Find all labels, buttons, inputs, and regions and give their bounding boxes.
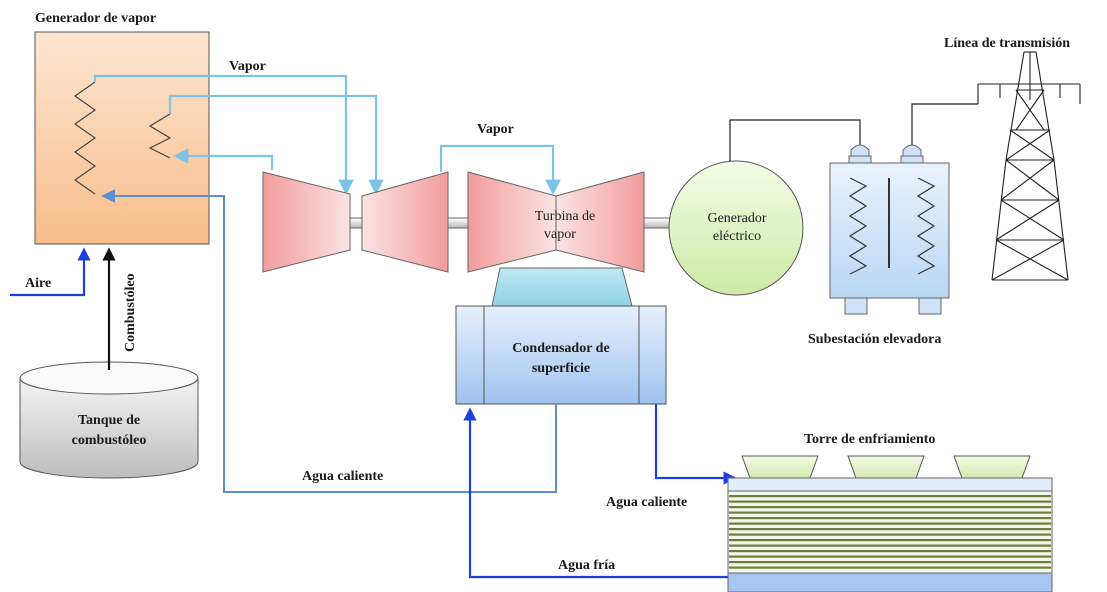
lp-turbine-right bbox=[555, 171, 645, 273]
steam-line-main bbox=[93, 74, 354, 196]
substation-coil-left bbox=[848, 177, 868, 275]
generator-circle bbox=[668, 160, 804, 296]
fill-stripe bbox=[729, 550, 1051, 553]
fuel-tank-label-line2: combustóleo bbox=[72, 433, 147, 448]
generator-wire bbox=[729, 119, 861, 161]
steam-label-1: Vapor bbox=[229, 59, 266, 74]
condenser-label-line2: superficie bbox=[532, 361, 590, 376]
cooling-fan-1 bbox=[741, 455, 819, 479]
fill-stripe bbox=[729, 522, 1051, 525]
steam-generator bbox=[34, 31, 210, 245]
cooling-tower-basin bbox=[727, 572, 1053, 592]
surface-condenser bbox=[455, 305, 667, 405]
fuel-oil-label: Combustóleo bbox=[123, 273, 138, 352]
cold-water-line bbox=[463, 407, 728, 579]
hot-water-tower-label: Agua caliente bbox=[606, 495, 687, 510]
steam-lines bbox=[93, 74, 561, 196]
fill-stripe bbox=[729, 544, 1051, 547]
ip-turbine bbox=[361, 171, 449, 273]
fuel-tank-label-line1: Tanque de bbox=[78, 413, 140, 428]
substation-bushing-right bbox=[902, 144, 922, 157]
fill-stripe bbox=[729, 511, 1051, 514]
hot-water-to-tower-line bbox=[654, 404, 737, 485]
ip-turbine-stage bbox=[361, 171, 449, 273]
steam-generator-label: Generador de vapor bbox=[35, 11, 156, 26]
fill-stripe bbox=[729, 506, 1051, 509]
electric-generator bbox=[668, 160, 804, 296]
substation-foot-right bbox=[918, 297, 942, 315]
transmission-line-label: Línea de transmisión bbox=[944, 36, 1070, 51]
cooling-tower-label: Torre de enfriamiento bbox=[804, 432, 935, 447]
turbine-label-line1: Turbina de bbox=[535, 209, 596, 224]
cooling-tower bbox=[727, 455, 1053, 592]
fill-stripe bbox=[729, 517, 1051, 520]
steam-line-reheat bbox=[172, 148, 274, 170]
cooling-fan-3 bbox=[953, 455, 1031, 479]
steam-generator-box bbox=[34, 31, 210, 245]
fill-stripe bbox=[729, 566, 1051, 569]
substation-label: Subestación elevadora bbox=[808, 332, 941, 347]
condenser-neck bbox=[491, 267, 633, 307]
hot-water-return-label: Agua caliente bbox=[302, 469, 383, 484]
fill-stripe bbox=[729, 528, 1051, 531]
cold-water-label: Agua fría bbox=[558, 558, 615, 573]
steam-line-crossover bbox=[439, 144, 561, 196]
transmission-tower bbox=[977, 51, 1081, 281]
substation-to-line-wire bbox=[911, 103, 978, 148]
substation-coil-right bbox=[916, 177, 936, 275]
substation-foot-left bbox=[844, 297, 868, 315]
cooling-tower-fill-stripes bbox=[729, 495, 1051, 569]
generator-label-line1: Generador bbox=[707, 211, 766, 226]
hp-turbine bbox=[262, 171, 351, 273]
fill-stripe bbox=[729, 555, 1051, 558]
boiler-coil-small bbox=[148, 113, 172, 159]
fuel-tank bbox=[19, 361, 199, 479]
fill-stripe bbox=[729, 539, 1051, 542]
cooling-tower-fill bbox=[727, 490, 1053, 574]
boiler-coil-large bbox=[73, 81, 97, 195]
turbine-label-line2: vapor bbox=[544, 227, 576, 242]
steam-line-secondary bbox=[168, 94, 384, 196]
condenser-label-line1: Condensador de bbox=[512, 341, 609, 356]
fuel-tank-body bbox=[19, 378, 199, 479]
cooling-fan-2 bbox=[847, 455, 925, 479]
step-up-substation bbox=[829, 144, 950, 315]
hot-water-return-line bbox=[101, 189, 557, 493]
condenser-body bbox=[455, 305, 667, 405]
hp-turbine-stage bbox=[262, 171, 351, 273]
cooling-tower-top bbox=[727, 477, 1053, 492]
fill-stripe bbox=[729, 500, 1051, 503]
substation-bushing-left bbox=[850, 144, 870, 157]
fill-stripe bbox=[729, 495, 1051, 498]
fill-stripe bbox=[729, 533, 1051, 536]
air-label: Aire bbox=[25, 276, 51, 291]
air-line bbox=[10, 247, 91, 297]
generator-label-line2: eléctrico bbox=[713, 229, 761, 244]
fill-stripe bbox=[729, 561, 1051, 564]
steam-label-2: Vapor bbox=[477, 122, 514, 137]
